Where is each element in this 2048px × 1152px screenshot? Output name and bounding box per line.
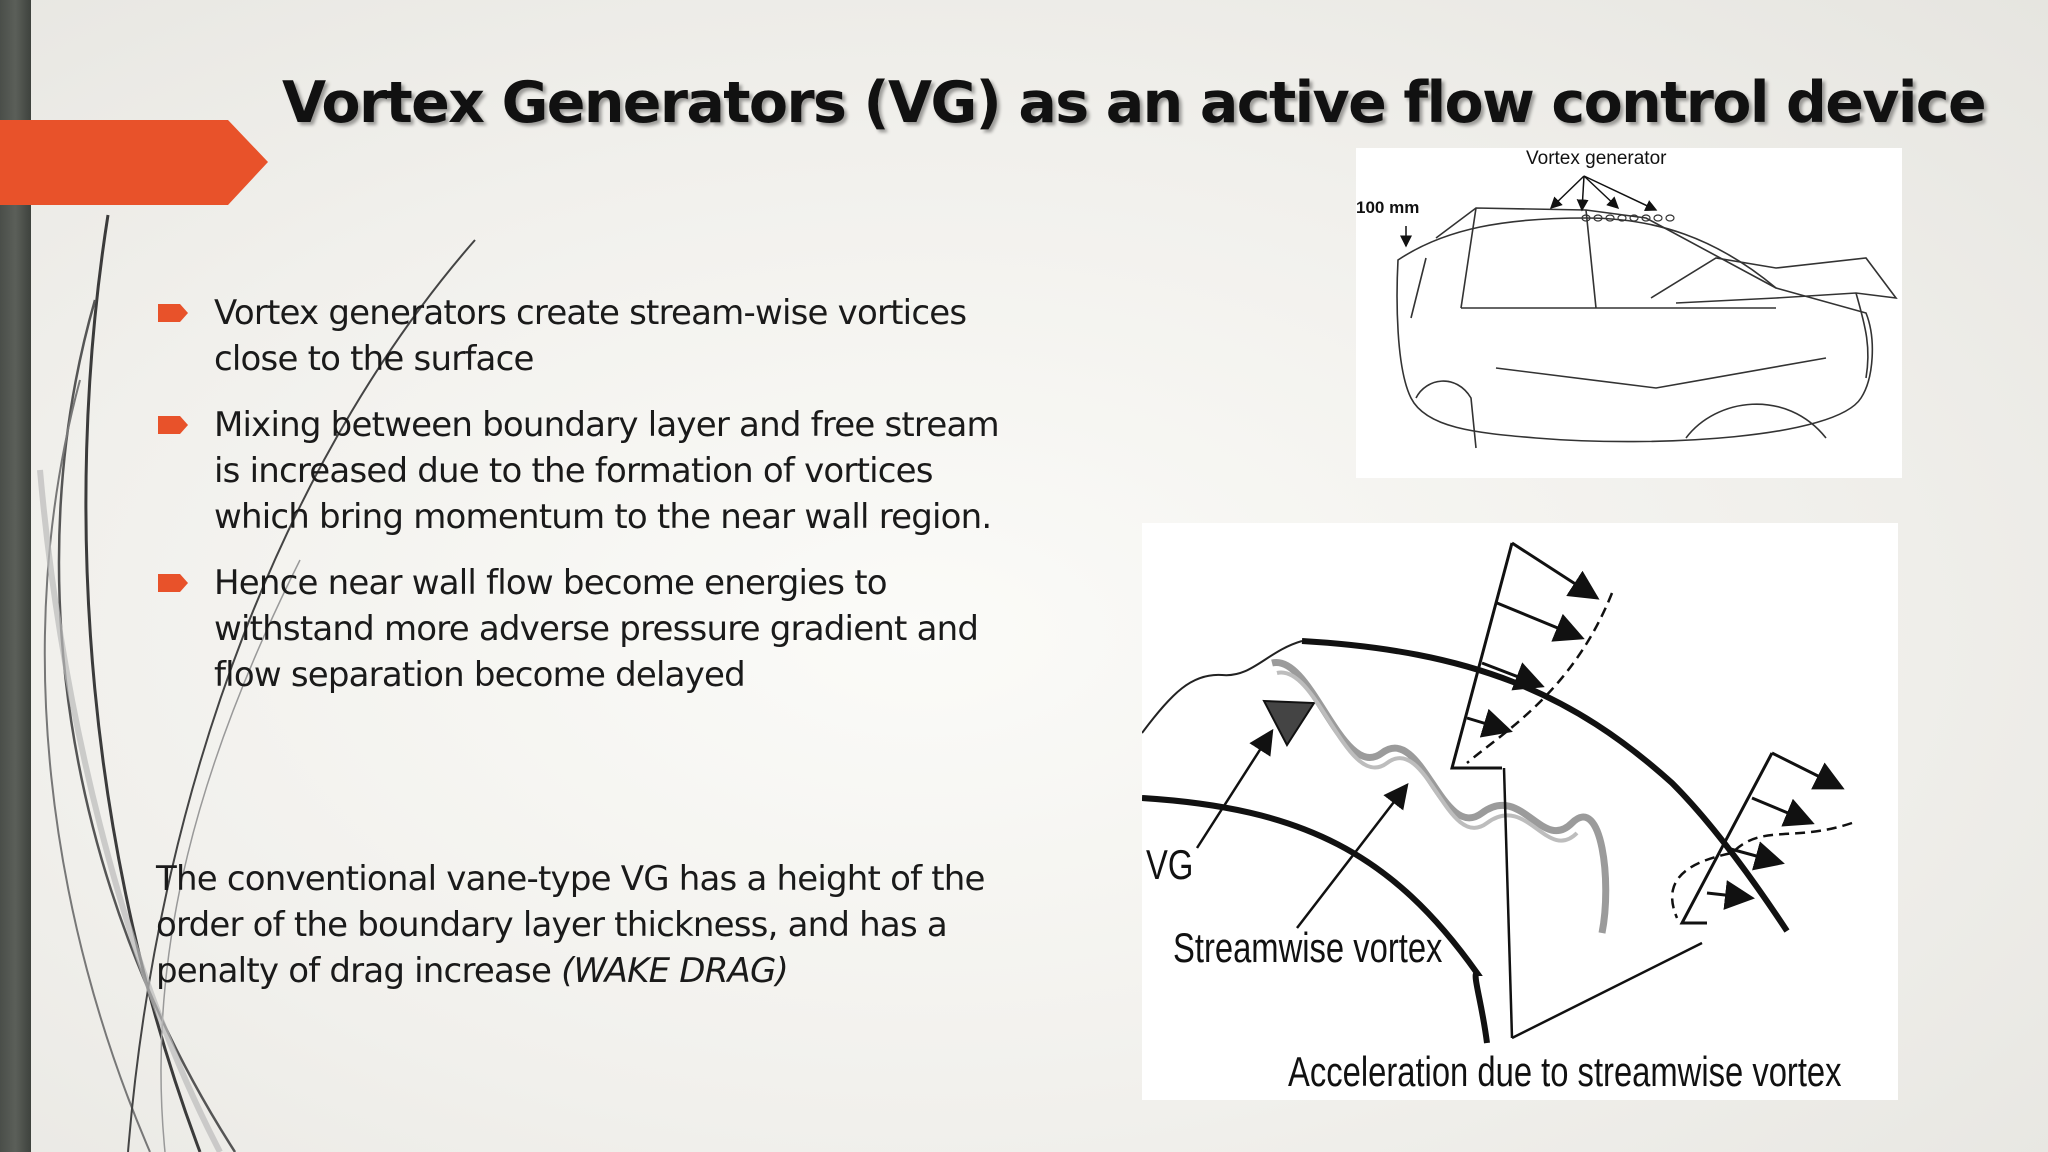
slide-title: Vortex Generators (VG) as an active flow… (282, 70, 1987, 136)
bullet-item: Mixing between boundary layer and free s… (158, 402, 1028, 540)
vortex-diagram-figure: VG Streamwise vortex Acceleration due to… (1142, 523, 1898, 1100)
bullet-text: Mixing between boundary layer and free s… (214, 405, 1000, 537)
bullet-text: Vortex generators create stream-wise vor… (214, 293, 967, 379)
bullet-list: Vortex generators create stream-wise vor… (158, 290, 1028, 718)
vortex-generator-label: Vortex generator (1526, 148, 1667, 169)
vg-label: VG (1146, 841, 1194, 888)
bullet-text: Hence near wall flow become energies to … (214, 563, 979, 695)
streamwise-vortex-label: Streamwise vortex (1173, 924, 1443, 971)
bullet-item: Vortex generators create stream-wise vor… (158, 290, 1028, 382)
note-italic-text: (WAKE DRAG) (561, 951, 789, 991)
bullet-item: Hence near wall flow become energies to … (158, 560, 1028, 698)
car-figure: Vortex generator 100 mm (1356, 148, 1902, 478)
arrow-bullet-icon (158, 574, 188, 592)
arrow-bullet-icon (158, 304, 188, 322)
arrow-bullet-icon (158, 416, 188, 434)
vortex-diagram-drawing (1142, 541, 1853, 1044)
acceleration-label: Acceleration due to streamwise vortex (1288, 1048, 1842, 1095)
note-text: The conventional vane-type VG has a heig… (156, 859, 985, 991)
height-label: 100 mm (1356, 198, 1420, 217)
car-drawing (1396, 175, 1898, 449)
note-paragraph: The conventional vane-type VG has a heig… (156, 856, 1016, 994)
accent-arrow-shape (0, 120, 268, 205)
